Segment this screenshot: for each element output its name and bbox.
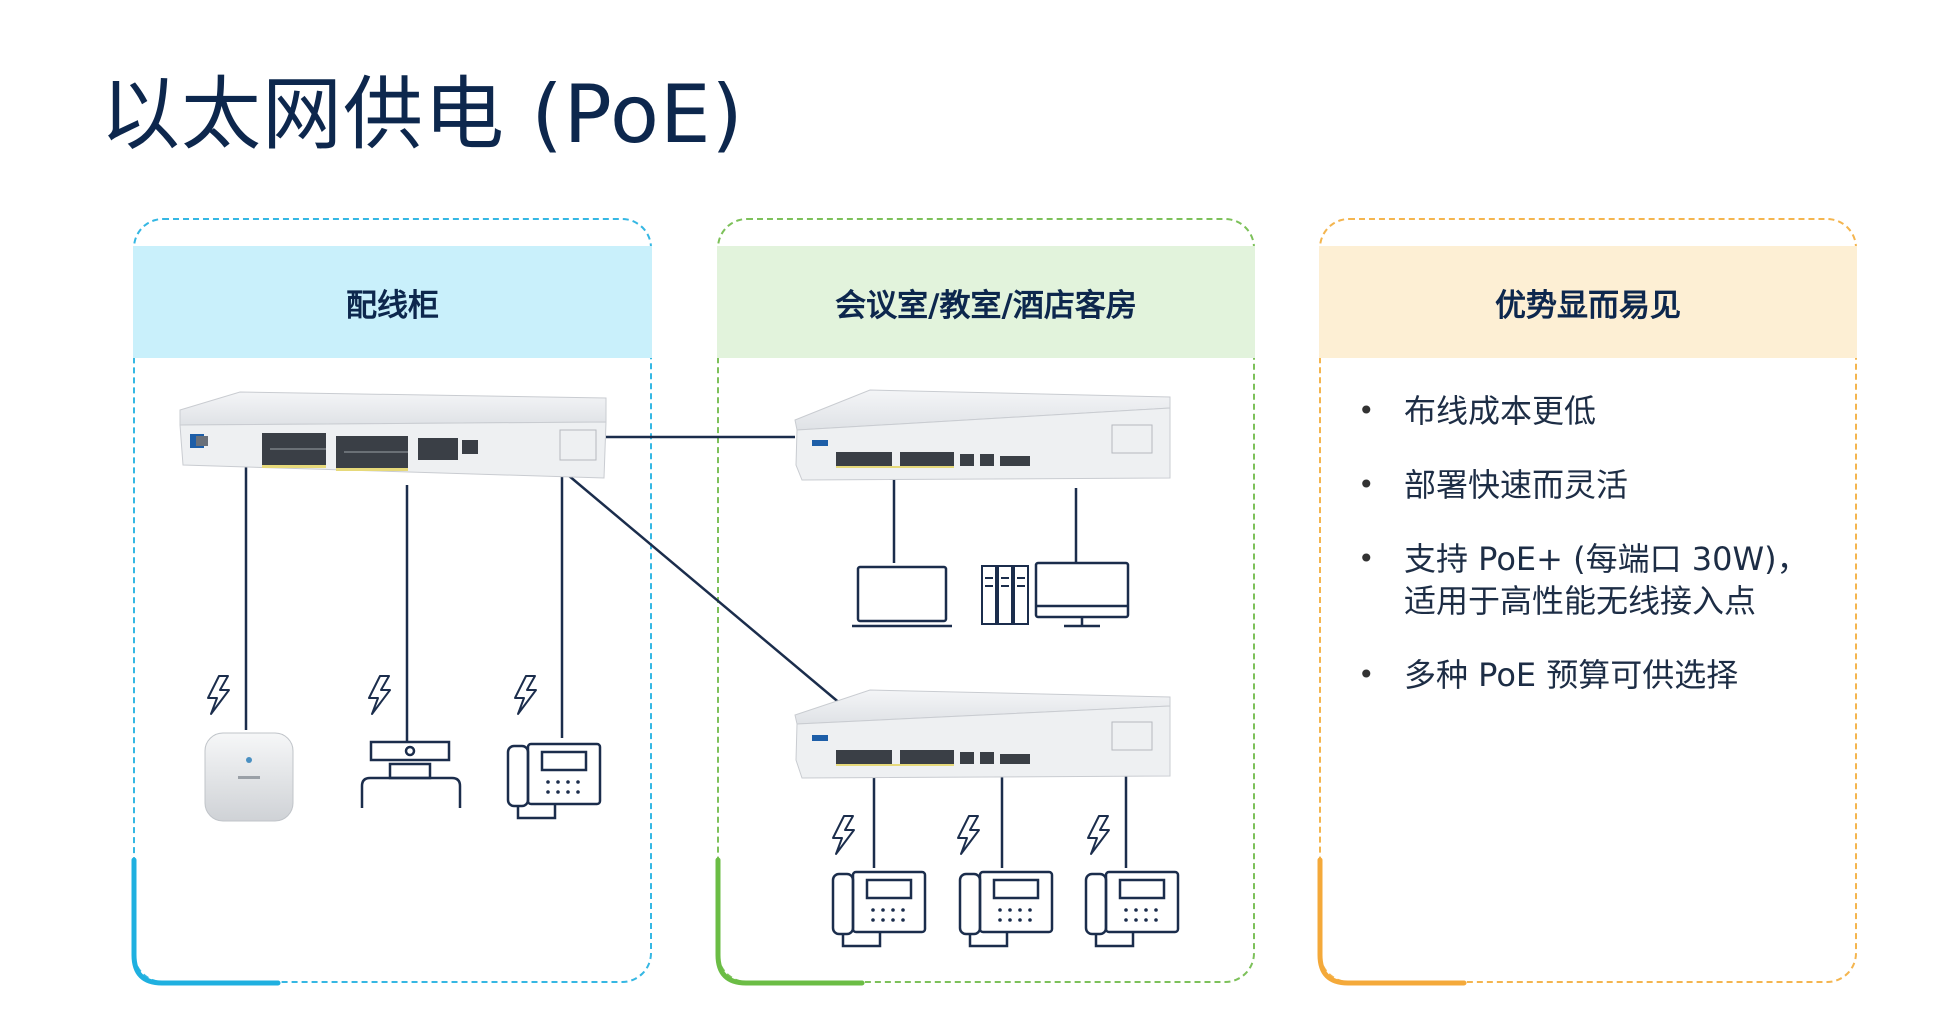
ip-phone-icon — [958, 870, 1054, 948]
lightning-bolt-icon — [832, 815, 855, 855]
list-item-text: 支持 PoE+ (每端口 30W)， — [1404, 540, 1809, 578]
list-item: 支持 PoE+ (每端口 30W)， 适用于高性能无线接入点 — [1352, 538, 1852, 622]
cables — [244, 435, 1128, 868]
panel-border — [133, 218, 652, 983]
rack-switch-icon — [179, 391, 607, 479]
lightning-bolt-icon — [368, 675, 391, 715]
panel-border — [1319, 218, 1857, 983]
page-title: 以太网供电 (PoE) — [100, 68, 744, 161]
list-item: 多种 PoE 预算可供选择 — [1352, 654, 1852, 696]
ip-phone-icon — [506, 742, 602, 820]
monitor-icon — [1034, 561, 1130, 628]
list-item-text: 多种 PoE 预算可供选择 — [1404, 656, 1739, 694]
list-item-text: 布线成本更低 — [1404, 392, 1597, 430]
lightning-bolt-icon — [957, 815, 980, 855]
laptop-icon — [852, 565, 952, 628]
ip-phone-icon — [1084, 870, 1180, 948]
server-icon — [981, 565, 1029, 625]
panel-rooms: 会议室/教室/酒店客房 — [717, 218, 1255, 983]
list-item-text: 适用于高性能无线接入点 — [1404, 582, 1757, 620]
list-item: 部署快速而灵活 — [1352, 464, 1852, 506]
panel-accent-corner — [1317, 857, 1467, 986]
advantages-list: 布线成本更低 部署快速而灵活 支持 PoE+ (每端口 30W)， 适用于高性能… — [1352, 390, 1852, 728]
lightning-bolt-icon — [514, 675, 537, 715]
ip-phone-icon — [831, 870, 927, 948]
panel-accent-corner — [131, 857, 281, 986]
video-camera-icon — [360, 740, 462, 808]
panel-heading: 配线柜 — [133, 246, 652, 358]
panel-accent-corner — [715, 857, 865, 986]
wireless-access-point-icon — [204, 732, 294, 822]
panel-wiring-closet: 配线柜 — [133, 218, 652, 983]
cable — [561, 469, 843, 706]
lightning-bolt-icon — [207, 675, 230, 715]
lightning-bolt-icon — [1087, 815, 1110, 855]
panel-heading: 会议室/教室/酒店客房 — [717, 246, 1255, 358]
desktop-switch-icon — [794, 389, 1171, 481]
panel-heading: 优势显而易见 — [1319, 246, 1857, 358]
desktop-switch-icon — [794, 689, 1171, 779]
list-item-text: 部署快速而灵活 — [1404, 466, 1629, 504]
panel-advantages: 优势显而易见 — [1319, 218, 1857, 983]
list-item: 布线成本更低 — [1352, 390, 1852, 432]
